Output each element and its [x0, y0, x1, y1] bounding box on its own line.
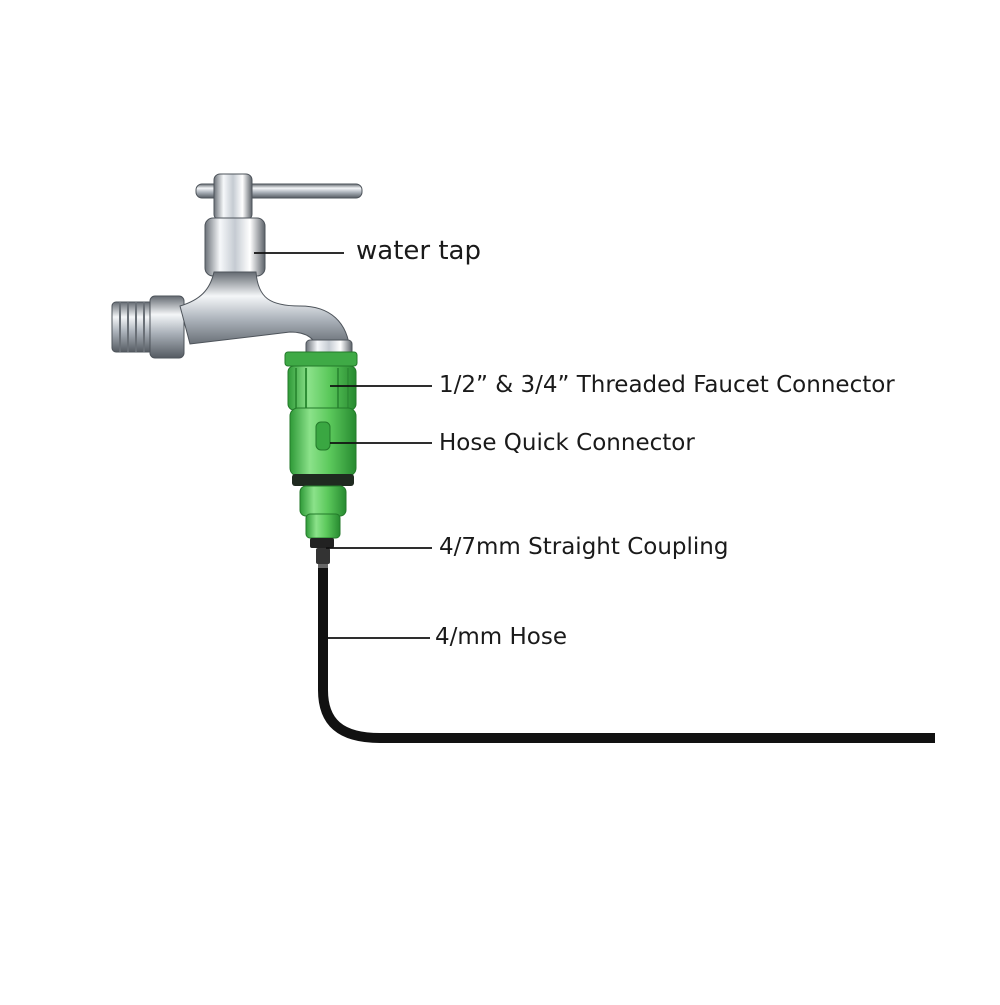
label-water-tap: water tap — [356, 236, 481, 266]
label-straight-coupling: 4/7mm Straight Coupling — [439, 534, 729, 560]
water-tap-icon — [111, 173, 363, 359]
coupling-icon — [310, 538, 334, 570]
label-hose: 4/mm Hose — [435, 624, 568, 650]
label-quick-connector: Hose Quick Connector — [439, 430, 695, 456]
quick-connector-icon — [289, 407, 357, 539]
leader-lines — [254, 252, 432, 639]
faucet-connector-icon — [284, 351, 358, 411]
hose-icon — [318, 568, 935, 743]
label-faucet-connector: 1/2” & 3/4” Threaded Faucet Connector — [439, 372, 895, 398]
